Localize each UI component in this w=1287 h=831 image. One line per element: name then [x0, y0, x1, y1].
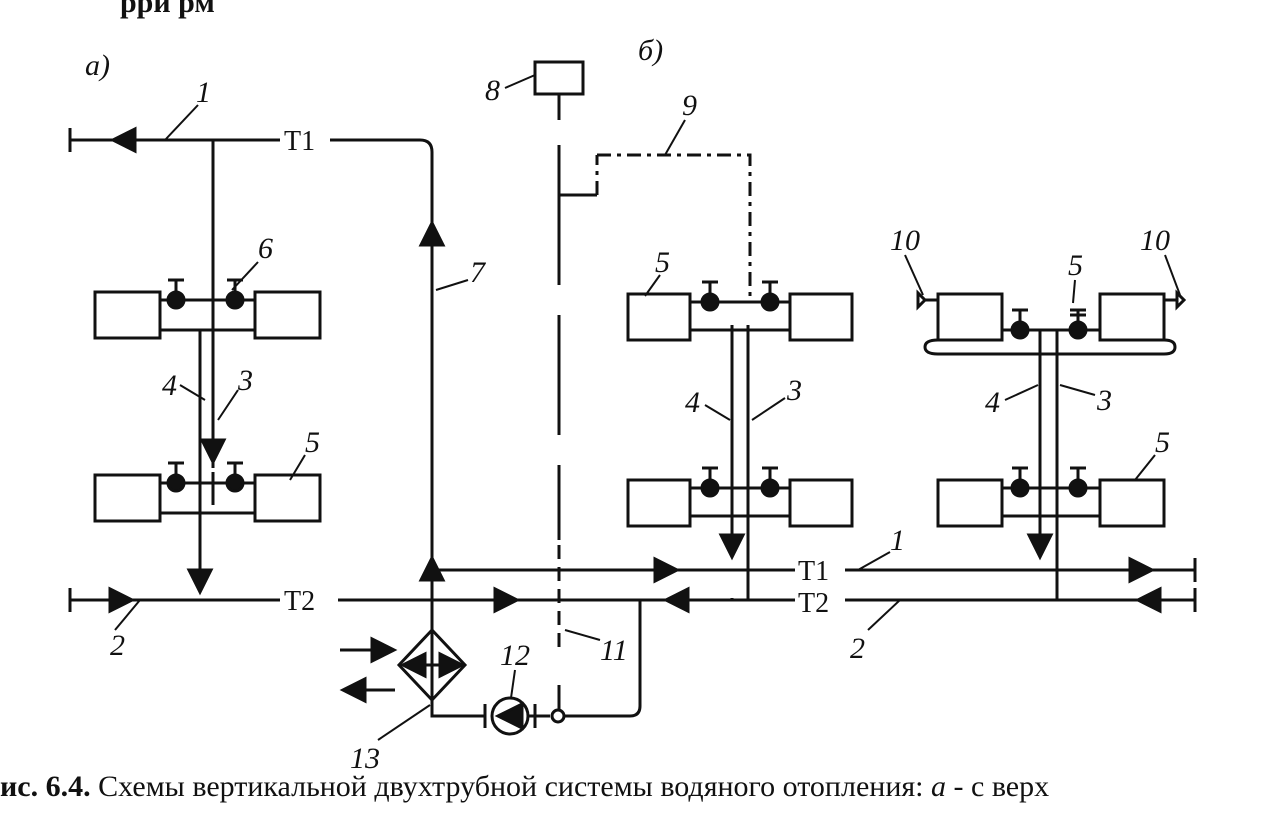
expansion-tank-8 [533, 60, 585, 96]
caption-text: Схемы вертикальной двухтрубной системы в… [90, 770, 932, 803]
caption-italic-letter: а [931, 770, 947, 803]
radiator-a-bottom-left [93, 473, 162, 523]
label-5-c: 5 [1068, 249, 1083, 282]
label-part-a: а) [85, 49, 110, 82]
label-4-c: 4 [985, 386, 1000, 419]
label-11: 11 [600, 634, 628, 667]
label-t2-left: Т2 [284, 586, 315, 617]
radiator-a-top-left [93, 290, 162, 340]
radiator-c-bottom-right [1098, 478, 1166, 528]
label-2-a: 2 [110, 629, 125, 662]
radiator-b-bottom-left [626, 478, 692, 528]
caption-figure-number: ис. 6.4. [0, 770, 91, 803]
label-2-b: 2 [850, 632, 865, 665]
caption-suffix: - с верх [946, 770, 1050, 803]
figure-caption: ис. 6.4. Схемы вертикальной двухтрубной … [0, 770, 1287, 831]
radiator-b-bottom-right [788, 478, 854, 528]
label-9: 9 [682, 89, 697, 122]
label-t1-right: Т1 [798, 556, 829, 587]
air-pipe-9 [597, 153, 752, 300]
label-6: 6 [258, 232, 273, 265]
radiator-a-top-right [253, 290, 322, 340]
label-12: 12 [500, 639, 530, 672]
heating-system-diagram: а) б) Т1 Т2 Т1 Т2 1 6 7 4 3 5 2 8 9 5 4 … [68, 34, 1197, 770]
valves [166, 278, 1088, 498]
label-3-a: 3 [237, 364, 253, 397]
label-t1-top: Т1 [284, 126, 315, 157]
label-5-b: 5 [655, 246, 670, 279]
radiator-b-top-right [788, 292, 854, 342]
label-t2-right: Т2 [798, 588, 829, 619]
label-13: 13 [350, 742, 380, 770]
label-5-d: 5 [1155, 426, 1170, 459]
label-part-b: б) [638, 34, 663, 67]
label-3-c: 3 [1096, 384, 1112, 417]
radiator-c-top-left [936, 292, 1004, 342]
radiator-c-bottom-left [936, 478, 1004, 528]
label-8: 8 [485, 74, 500, 107]
label-5-a: 5 [305, 426, 320, 459]
label-7: 7 [470, 256, 487, 289]
radiator-b-top-left [626, 292, 692, 342]
label-10-left: 10 [890, 224, 920, 257]
label-3-b: 3 [786, 374, 802, 407]
radiator-a-bottom-right [253, 473, 322, 523]
label-10-right: 10 [1140, 224, 1170, 257]
label-4-a: 4 [162, 369, 177, 402]
label-1-a: 1 [196, 76, 211, 109]
label-1-b: 1 [890, 524, 905, 557]
radiator-c-top-right [1098, 292, 1166, 342]
cut-off-header-fragment: рри рм [120, 0, 215, 19]
label-4-b: 4 [685, 386, 700, 419]
